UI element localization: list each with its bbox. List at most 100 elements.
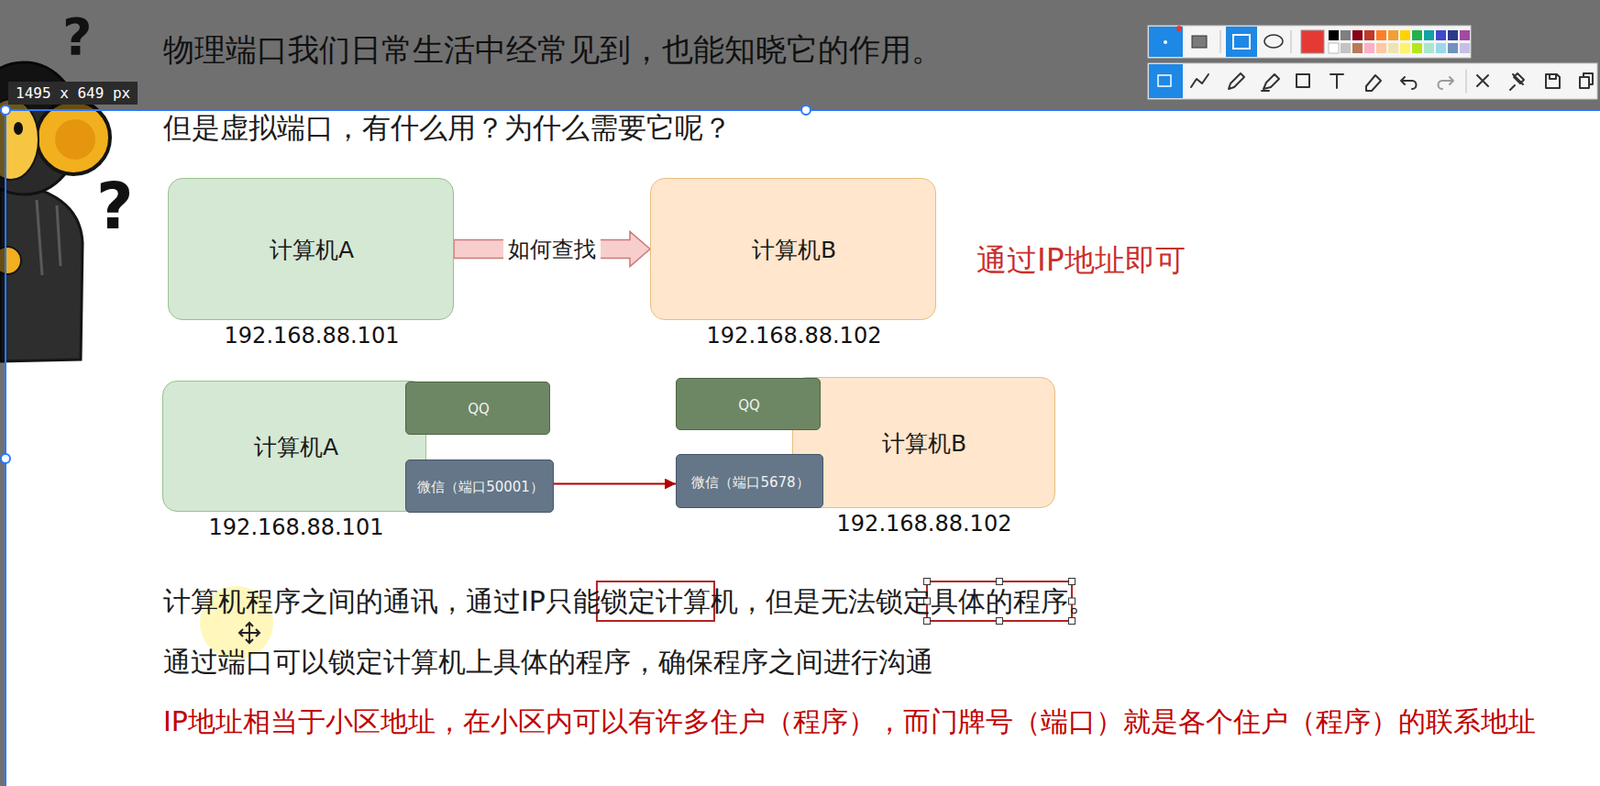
selection-border: [5, 110, 1600, 786]
tool-cell-active: [1148, 64, 1183, 99]
close-icon: [1477, 75, 1489, 87]
slide-question: 但是虚拟端口，有什么用？为什么需要它呢？: [163, 110, 732, 145]
copy-icon: [1579, 73, 1593, 89]
node-label: 微信（端口50001）: [417, 478, 544, 496]
pencil-icon: [1228, 73, 1245, 89]
node-label: QQ: [738, 397, 761, 414]
polyline-icon: [1191, 74, 1209, 88]
palette-swatch: [1376, 30, 1387, 41]
inner-ear: [55, 119, 96, 160]
eraser-icon: [1366, 75, 1381, 91]
palette-swatch: [1435, 30, 1446, 41]
palette-swatch: [1340, 43, 1351, 54]
ip-address: 192.168.88.102: [706, 322, 883, 350]
text-tool-icon: [1330, 74, 1344, 89]
computer-box: 计算机B192.168.88.102QQ微信（端口5678）: [792, 376, 1056, 508]
toolbar-icons: [1191, 69, 1593, 93]
palette-swatch: [1388, 30, 1399, 41]
ip-address: 192.168.88.101: [209, 514, 385, 541]
marker-icon: [1261, 74, 1280, 91]
tool-dot: [1163, 40, 1168, 45]
ellipse-tool-icon: [1264, 34, 1283, 48]
palette-swatch: [1352, 30, 1363, 41]
ip-address: 192.168.88.101: [224, 322, 400, 350]
node-label: QQ: [467, 400, 490, 418]
palette-swatch: [1459, 30, 1470, 41]
palette-swatch: [1340, 30, 1351, 41]
question-mark: ?: [96, 174, 134, 239]
node-label: 计算机B: [751, 236, 837, 265]
palette-swatch: [1364, 43, 1375, 54]
resize-handle: [995, 617, 1003, 625]
tool-dot: [1176, 25, 1182, 32]
selection-frame: [0, 105, 1600, 786]
rect-tool-icon: [1233, 34, 1250, 49]
hoodie-strings: [36, 199, 61, 276]
undo-icon: [1401, 77, 1417, 89]
palette-swatch: [1412, 43, 1423, 54]
palette-swatch: [1364, 30, 1375, 41]
computer-box: 计算机A192.168.88.101QQ微信（端口50001）: [162, 380, 427, 512]
ip-address: 192.168.88.102: [837, 510, 1013, 538]
shape-tool-icon: [1158, 75, 1171, 87]
arrow-connector: [553, 483, 676, 486]
block-arrow: [453, 231, 651, 267]
eye: [13, 121, 23, 135]
current-color: [1301, 30, 1325, 54]
node-label: 计算机A: [253, 433, 339, 462]
palette-swatch: [1376, 43, 1387, 54]
toolbar-row: [1147, 63, 1598, 100]
selection-handle: [801, 105, 811, 115]
question-mark: ?: [62, 11, 92, 63]
program-box: 微信（端口5678）: [675, 453, 824, 508]
computer-box: 计算机B192.168.88.102: [650, 177, 937, 320]
node-label: 微信（端口5678）: [691, 474, 809, 491]
screenshot-toolbar: [1147, 25, 1598, 100]
palette-swatch: [1412, 30, 1423, 41]
resize-handle: [995, 578, 1003, 585]
mosaic-tool-icon: [1296, 74, 1310, 88]
palette-swatch: [1447, 30, 1458, 41]
explanation-text: 计算机程序之间的通讯，通过IP只能锁定计算机，但是无法锁定具体的程序。: [163, 584, 1096, 618]
selection-handle: [0, 453, 11, 464]
slide-heading: 物理端口我们日常生活中经常见到，也能知晓它的作用。: [163, 31, 943, 69]
palette-swatch: [1435, 43, 1446, 54]
crosshair-heads: [239, 622, 260, 643]
edge-label: 如何查找: [503, 235, 601, 263]
resize-handle: [1068, 578, 1075, 585]
answer-note: 通过IP地址即可: [976, 242, 1186, 279]
toolbar-separator: [1466, 69, 1468, 93]
redo-icon: [1438, 77, 1455, 89]
selection-handle: [0, 105, 11, 115]
analogy-note: IP地址相当于小区地址，在小区内可以有许多住户（程序），而门牌号（端口）就是各个…: [163, 705, 1589, 739]
mosaic-icon: [1191, 35, 1207, 48]
resize-handle: [923, 578, 930, 585]
palette-swatch: [1328, 30, 1339, 41]
palette-swatch: [1400, 43, 1411, 54]
crosshair-cursor: [239, 622, 260, 643]
palette-swatch: [1447, 43, 1458, 54]
toolbar-row: [1147, 25, 1471, 58]
palette-swatch: [1423, 30, 1435, 41]
palette-swatch: [1388, 43, 1399, 54]
palette-swatch: [1423, 43, 1435, 54]
ear: [36, 100, 111, 175]
node-label: 计算机B: [882, 430, 967, 458]
tool-cell-active: [1148, 26, 1183, 57]
explanation-text: 通过端口可以锁定计算机上具体的程序，确保程序之间进行沟通: [163, 645, 934, 679]
palette-swatch: [1400, 30, 1411, 41]
computer-box: 计算机A192.168.88.101: [167, 177, 454, 320]
palette-swatch: [1352, 43, 1363, 54]
pin-icon: [1510, 73, 1524, 90]
node-label: 计算机A: [269, 236, 354, 265]
palette-swatch: [1328, 43, 1339, 54]
program-box: 微信（端口50001）: [405, 459, 554, 513]
palette-swatch: [1459, 43, 1470, 54]
resize-handle: [923, 617, 930, 625]
tool-cell-active: [1225, 26, 1258, 57]
program-box: QQ: [405, 381, 551, 435]
resize-handle: [1068, 617, 1075, 625]
